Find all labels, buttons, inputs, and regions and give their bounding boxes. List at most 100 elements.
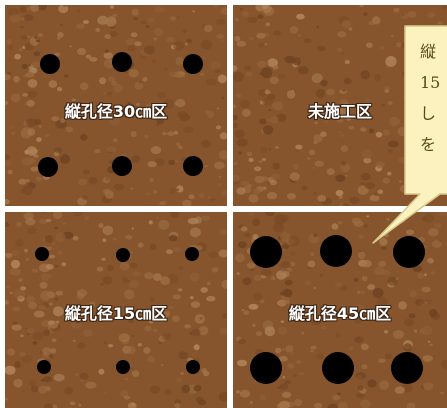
soil-speck — [312, 166, 316, 169]
soil-speck — [174, 402, 181, 408]
soil-speck — [29, 93, 32, 95]
soil-speck — [234, 129, 245, 139]
soil-speck — [177, 288, 183, 292]
soil-speck — [290, 318, 297, 322]
soil-speck — [44, 386, 51, 392]
soil-speck — [106, 146, 117, 153]
soil-speck — [49, 330, 54, 334]
soil-speck — [75, 373, 79, 376]
soil-speck — [384, 85, 391, 91]
soil-speck — [131, 8, 139, 16]
soil-speck — [292, 57, 302, 66]
soil-speck — [284, 279, 293, 286]
soil-speck — [59, 154, 71, 165]
soil-speck — [25, 218, 36, 226]
soil-speck — [424, 301, 428, 304]
soil-speck — [162, 332, 172, 341]
soil-speck — [355, 318, 362, 324]
soil-speck — [313, 134, 323, 143]
soil-speck — [20, 286, 26, 291]
soil-speck — [390, 34, 395, 37]
soil-speck — [124, 289, 135, 300]
soil-speck — [182, 199, 192, 206]
soil-speck — [217, 74, 227, 84]
soil-speck — [22, 93, 29, 97]
soil-speck — [279, 291, 284, 296]
soil-speck — [258, 88, 267, 97]
soil-speck — [61, 262, 67, 267]
soil-speck — [430, 270, 435, 275]
soil-speck — [9, 126, 13, 129]
soil-speck — [22, 185, 33, 195]
soil-speck — [101, 307, 106, 311]
soil-speck — [218, 150, 227, 160]
soil-speck — [142, 77, 148, 82]
soil-speck — [287, 193, 296, 200]
soil-speck — [205, 79, 217, 86]
soil-speck — [222, 312, 227, 319]
soil-speck — [359, 250, 362, 252]
soil-speck — [340, 304, 344, 308]
soil-speck — [107, 265, 114, 271]
soil-speck — [310, 345, 317, 350]
soil-speck — [30, 5, 40, 12]
soil-speck — [184, 324, 191, 329]
soil-speck — [25, 118, 37, 127]
soil-speck — [269, 179, 277, 186]
soil-speck — [202, 57, 206, 60]
soil-speck — [43, 376, 53, 383]
soil-speck — [321, 325, 327, 330]
soil-speck — [216, 33, 224, 39]
soil-speck — [167, 131, 175, 136]
soil-speck — [147, 161, 157, 168]
soil-speck — [235, 18, 239, 22]
soil-speck — [112, 13, 118, 18]
soil-speck — [241, 180, 250, 187]
soil-speck — [24, 42, 34, 51]
soil-speck — [259, 394, 266, 401]
soil-speck — [31, 268, 38, 273]
hole — [320, 235, 352, 267]
soil-speck — [313, 286, 317, 290]
soil-speck — [30, 385, 39, 393]
soil-speck — [149, 177, 154, 182]
soil-speck — [275, 347, 282, 354]
soil-speck — [131, 370, 140, 377]
soil-speck — [258, 42, 265, 48]
soil-speck — [163, 98, 174, 110]
soil-speck — [355, 392, 365, 399]
soil-speck — [201, 140, 212, 148]
soil-speck — [282, 271, 290, 278]
soil-speck — [338, 195, 343, 199]
soil-speck — [247, 184, 252, 187]
soil-speck — [48, 254, 56, 259]
soil-speck — [360, 172, 371, 181]
soil-speck — [375, 161, 386, 169]
soil-speck — [152, 59, 157, 64]
soil-speck — [82, 20, 89, 24]
soil-speck — [361, 259, 372, 268]
soil-speck — [94, 149, 101, 154]
soil-speck — [253, 188, 261, 195]
soil-speck — [72, 235, 79, 241]
soil-speck — [82, 169, 90, 175]
soil-speck — [6, 39, 12, 45]
soil-speck — [272, 162, 280, 170]
soil-speck — [288, 235, 300, 247]
soil-speck — [207, 196, 211, 199]
soil-speck — [346, 117, 351, 121]
soil-speck — [33, 154, 39, 158]
soil-speck — [168, 71, 177, 78]
soil-speck — [24, 327, 28, 330]
soil-speck — [200, 287, 208, 293]
soil-speck — [7, 348, 15, 356]
soil-speck — [337, 401, 348, 408]
soil-speck — [5, 300, 9, 305]
soil-speck — [175, 377, 183, 383]
soil-speck — [381, 246, 387, 251]
soil-speck — [76, 289, 88, 297]
soil-speck — [52, 212, 63, 220]
soil-speck — [42, 329, 50, 336]
soil-speck — [315, 352, 325, 360]
soil-speck — [206, 110, 215, 118]
